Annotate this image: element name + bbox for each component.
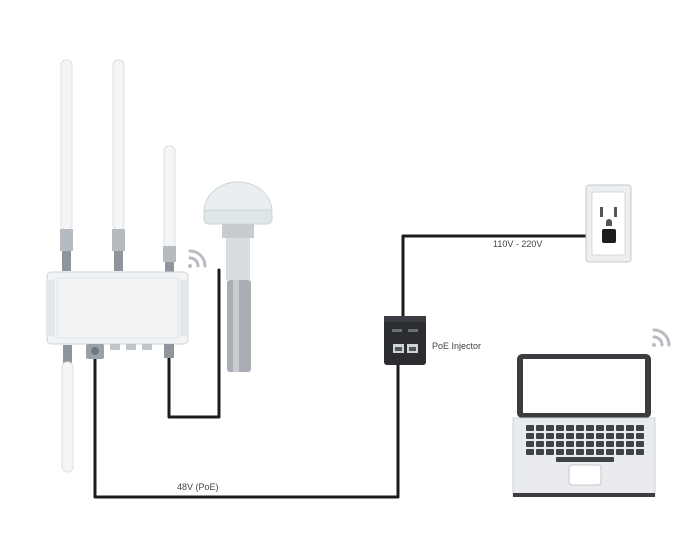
keyboard-key [586, 449, 594, 455]
keyboard-key [576, 425, 584, 431]
omni-antenna-icon [60, 59, 73, 271]
keyboard-key [526, 441, 534, 447]
wifi-icon [188, 249, 207, 268]
omni-antenna-icon [61, 345, 74, 473]
keyboard-key [526, 433, 534, 439]
keyboard-key [546, 441, 554, 447]
keyboard-key [606, 433, 614, 439]
keyboard-key [596, 433, 604, 439]
gps-antenna-icon [203, 181, 273, 372]
laptop-icon [512, 328, 671, 497]
keyboard-key [636, 425, 644, 431]
keyboard-key [626, 441, 634, 447]
keyboard-key [586, 425, 594, 431]
keyboard-key [596, 441, 604, 447]
keyboard-key [586, 433, 594, 439]
keyboard-key [626, 425, 634, 431]
poe-cable [93, 355, 400, 499]
keyboard-key [546, 449, 554, 455]
keyboard-key [526, 449, 534, 455]
keyboard-key [616, 449, 624, 455]
keyboard-key [556, 441, 564, 447]
omni-antenna-icon [163, 145, 176, 272]
keyboard-key [556, 433, 564, 439]
keyboard-key [546, 433, 554, 439]
keyboard-key [616, 441, 624, 447]
keyboard-key [596, 425, 604, 431]
keyboard-key [566, 433, 574, 439]
keyboard-key [586, 441, 594, 447]
keyboard-key [596, 449, 604, 455]
poe-voltage-label: 48V (PoE) [177, 482, 219, 492]
keyboard-key [566, 449, 574, 455]
keyboard-key [576, 449, 584, 455]
keyboard-key [636, 441, 644, 447]
keyboard-key [536, 425, 544, 431]
keyboard-key [566, 441, 574, 447]
keyboard-key [636, 449, 644, 455]
ac-power-cable [401, 234, 606, 318]
ap-connectors [86, 344, 174, 359]
keyboard-key [636, 433, 644, 439]
keyboard-key [576, 441, 584, 447]
keyboard-spacebar [556, 457, 614, 462]
keyboard-key [536, 433, 544, 439]
keyboard-key [626, 449, 634, 455]
keyboard-key [566, 425, 574, 431]
keyboard-key [556, 449, 564, 455]
laptop-keyboard [526, 425, 644, 462]
keyboard-key [526, 425, 534, 431]
keyboard-key [536, 449, 544, 455]
keyboard-key [606, 449, 614, 455]
wifi-icon [652, 328, 671, 347]
keyboard-key [606, 441, 614, 447]
keyboard-key [616, 433, 624, 439]
omni-antenna-icon [112, 59, 125, 271]
keyboard-key [536, 441, 544, 447]
outdoor-access-point [46, 59, 207, 473]
ac-voltage-label: 110V - 220V [493, 239, 542, 249]
cables [93, 234, 606, 499]
ap-enclosure [46, 271, 189, 345]
keyboard-key [626, 433, 634, 439]
poe-injector-icon [384, 316, 426, 365]
poe-injector-label: PoE Injector [432, 341, 481, 351]
wall-outlet-icon [585, 184, 632, 263]
keyboard-key [556, 425, 564, 431]
keyboard-key [546, 425, 554, 431]
keyboard-key [576, 433, 584, 439]
gps-antenna-cable [167, 268, 221, 419]
keyboard-key [606, 425, 614, 431]
keyboard-key [616, 425, 624, 431]
